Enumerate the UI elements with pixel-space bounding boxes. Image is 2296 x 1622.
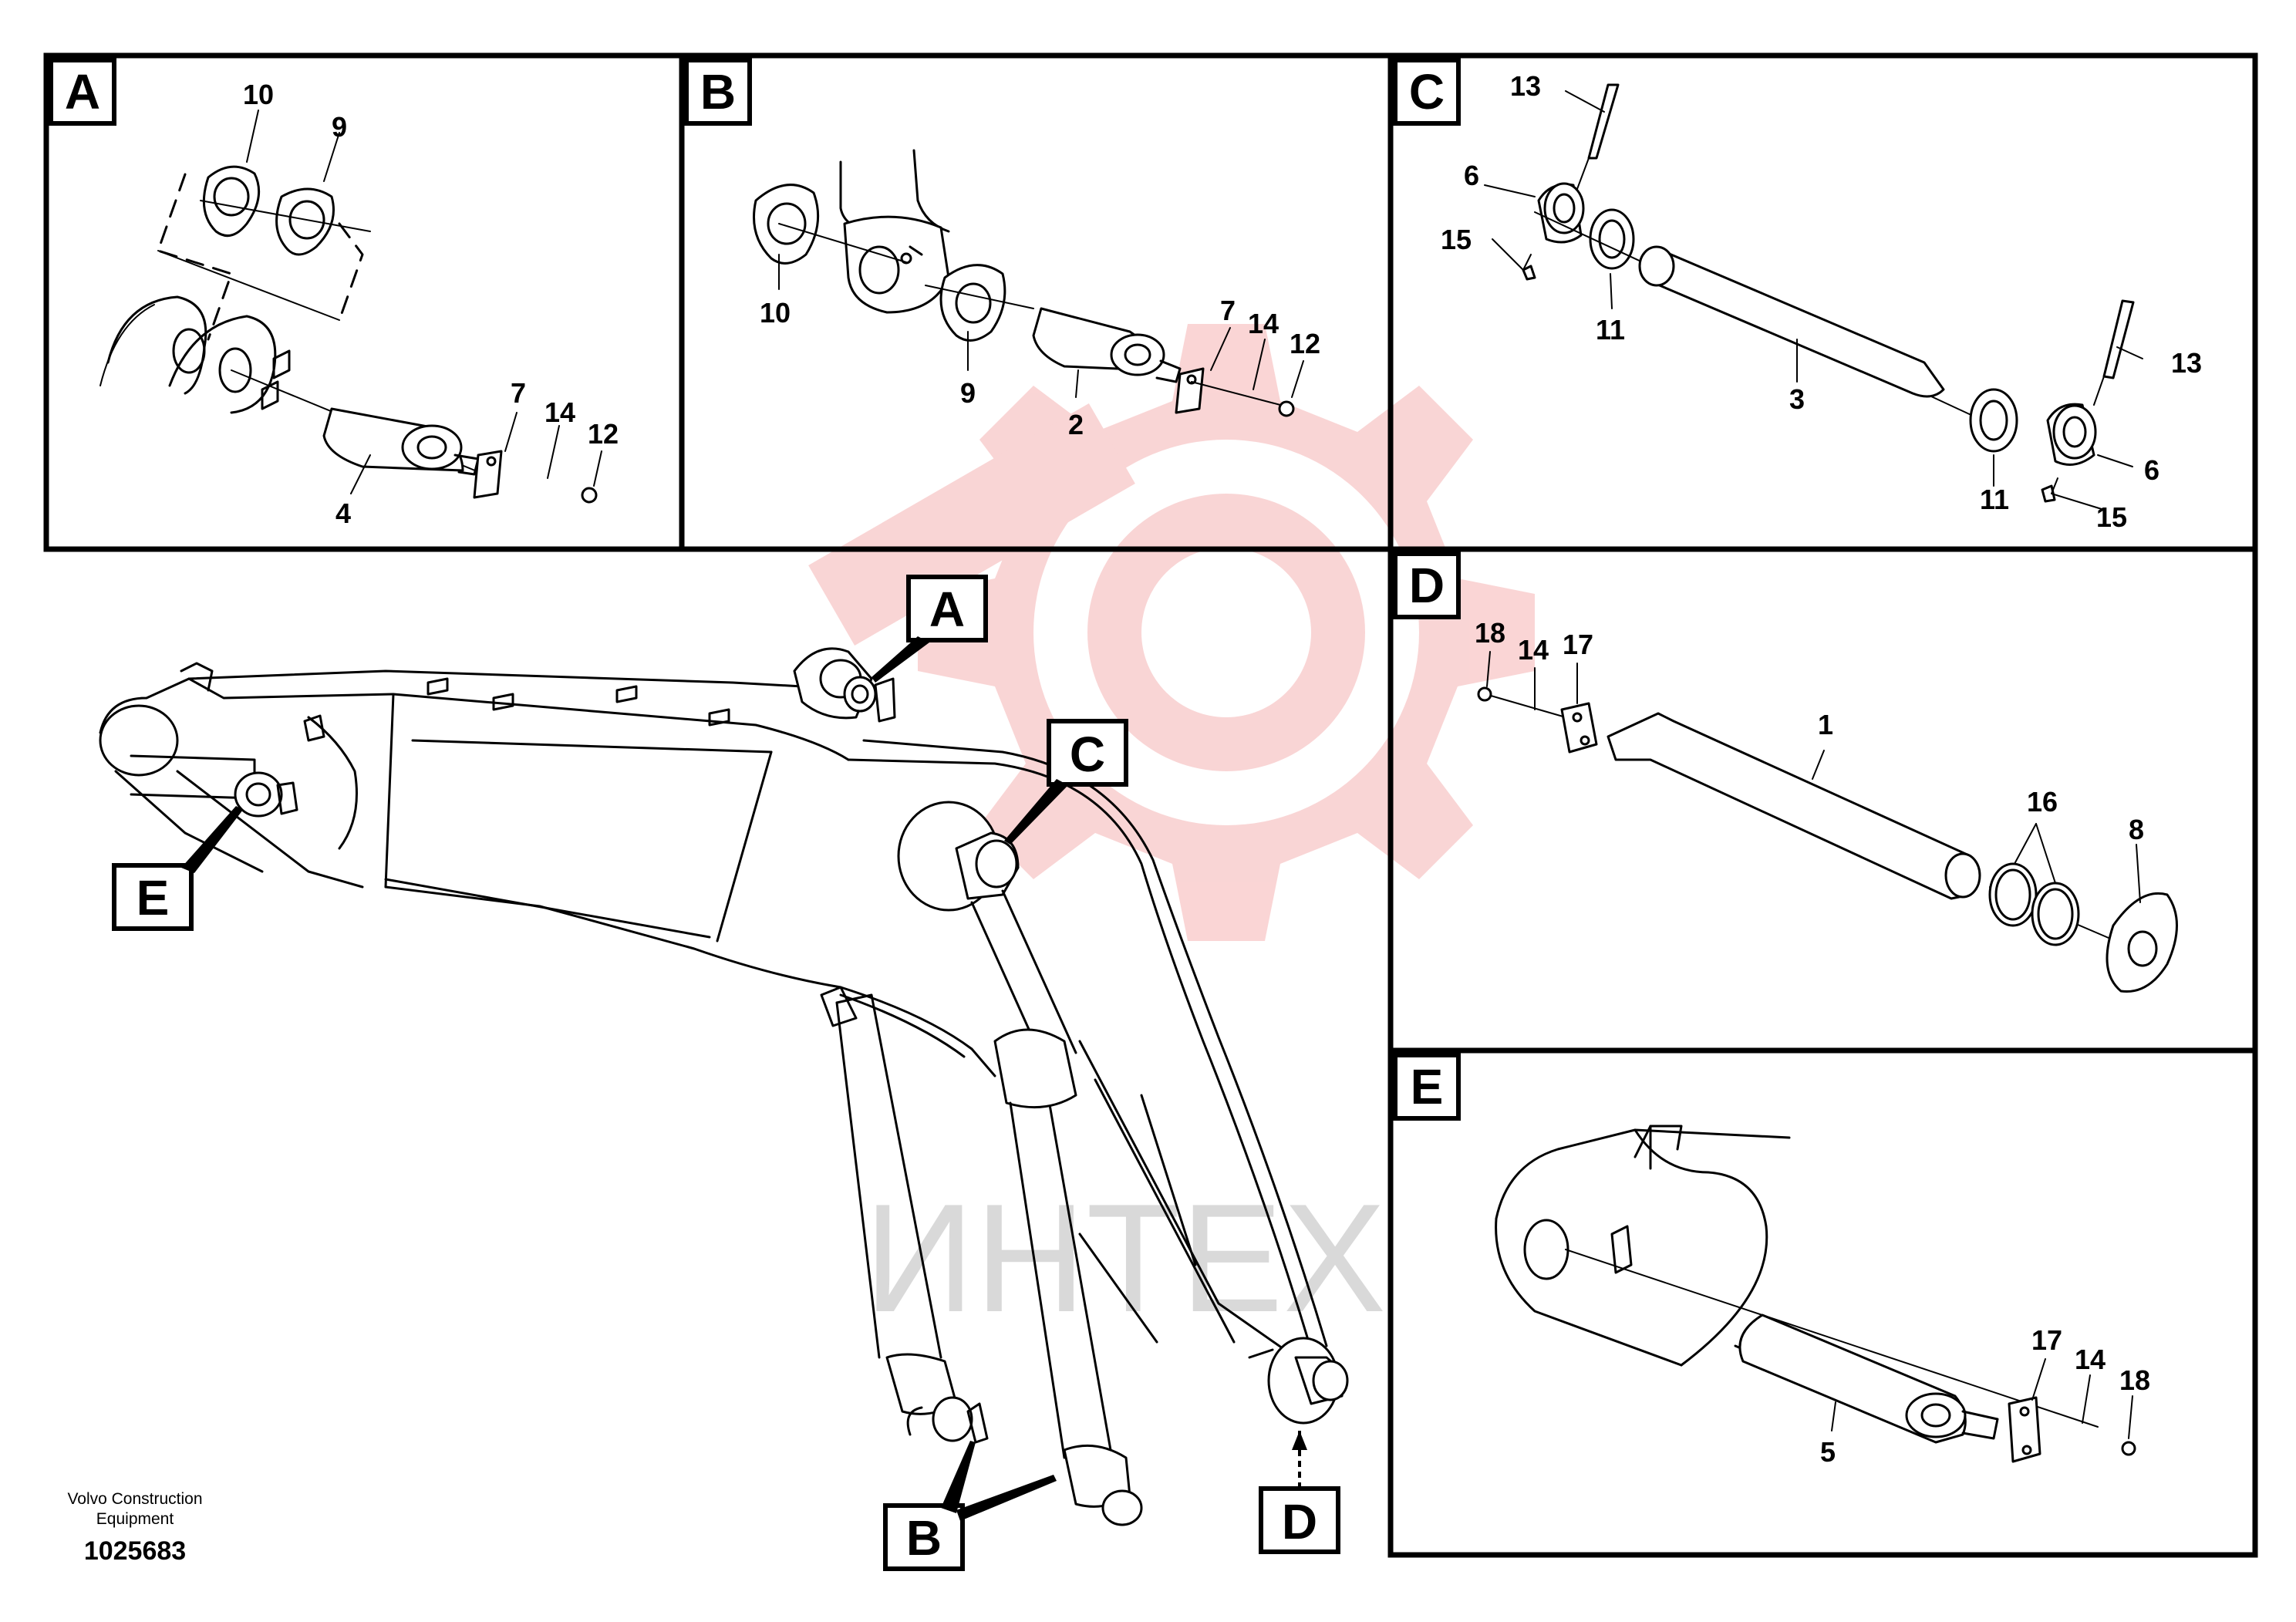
- panel-c-callout-15b: 15: [2096, 501, 2127, 533]
- panel-b-callout-14: 14: [1248, 308, 1279, 339]
- panel-b-label-box: [684, 58, 752, 126]
- panel-a-label-box: [49, 58, 116, 126]
- panel-d-callout-14: 14: [1518, 634, 1549, 666]
- panel-b-callout-10: 10: [760, 297, 791, 329]
- panel-c-label: C: [1409, 64, 1445, 120]
- panel-b-label: B: [700, 64, 736, 120]
- panel-d-label-box: [1393, 551, 1461, 619]
- main-tag-b: B: [906, 1510, 942, 1566]
- main-tag-c: C: [1070, 727, 1105, 782]
- panel-b-callout-12: 12: [1290, 328, 1320, 359]
- panel-b-callout-2: 2: [1068, 409, 1084, 440]
- watermark-text: ИНТЕХ: [864, 1172, 1386, 1344]
- panel-b: B 10 9 2 7 14: [684, 58, 1320, 440]
- main-tag-b-box: [883, 1503, 965, 1571]
- panel-c-callout-6b: 6: [2144, 454, 2159, 486]
- panel-b-callout-9: 9: [960, 377, 976, 409]
- panel-a-label: A: [65, 64, 100, 120]
- panel-e-callout-18: 18: [2119, 1364, 2150, 1396]
- main-tag-e-leader: [181, 806, 243, 873]
- panel-d-callout-16: 16: [2027, 786, 2058, 818]
- panel-b-callout-7: 7: [1220, 295, 1236, 326]
- panel-d: D 18 14 17 1 16 8: [1393, 551, 2178, 993]
- footer-company-line1: Volvo Construction: [67, 1490, 202, 1508]
- main-tag-d-arrow: [1292, 1431, 1307, 1450]
- panel-a-callout-4: 4: [335, 497, 351, 529]
- panel-frames: [43, 52, 2258, 1558]
- panel-c-callout-6: 6: [1464, 160, 1479, 191]
- panel-c: C: [1393, 58, 2202, 533]
- panel-d-callout-18: 18: [1475, 617, 1505, 649]
- panel-a-callout-7: 7: [511, 377, 526, 409]
- main-tag-d: D: [1282, 1494, 1317, 1549]
- panel-e-label-box: [1393, 1053, 1461, 1121]
- main-tag-a-leader: [872, 636, 929, 683]
- main-view-tags: A C E B D: [112, 575, 1340, 1571]
- panel-e: E 17 14 18 5: [1393, 1053, 2150, 1468]
- main-tag-e-box: [112, 863, 194, 931]
- panel-a-callout-9: 9: [332, 111, 347, 143]
- panel-c-callout-11b: 11: [1980, 484, 2009, 515]
- panel-a: A 10: [49, 58, 619, 529]
- footer-drawing-number: 1025683: [84, 1536, 186, 1566]
- panel-a-callout-12: 12: [588, 418, 619, 450]
- main-tag-c-box: [1047, 719, 1128, 787]
- main-tag-c-leader: [1004, 779, 1068, 845]
- panel-a-callout-10: 10: [243, 79, 274, 110]
- panel-c-callout-11: 11: [1596, 314, 1625, 346]
- panel-e-label: E: [1411, 1059, 1444, 1114]
- main-tag-b-leader-1: [941, 1441, 976, 1513]
- panel-c-callout-13b: 13: [2171, 347, 2202, 379]
- footer-company-line2: Equipment: [96, 1510, 174, 1528]
- panel-c-label-box: [1393, 58, 1461, 126]
- panel-c-callout-15: 15: [1441, 224, 1472, 255]
- panel-d-callout-1: 1: [1818, 709, 1833, 740]
- main-tag-a: A: [929, 582, 965, 637]
- panel-c-callout-3: 3: [1789, 383, 1805, 415]
- panel-e-callout-14: 14: [2075, 1344, 2106, 1375]
- panel-e-callout-17: 17: [2031, 1324, 2062, 1356]
- panel-c-callout-13: 13: [1510, 70, 1541, 102]
- main-tag-a-box: [906, 575, 988, 642]
- main-tag-b-leader-2: [956, 1475, 1057, 1521]
- main-boom-view: [99, 647, 1349, 1526]
- panel-d-label: D: [1409, 558, 1445, 613]
- panel-d-callout-17: 17: [1563, 629, 1593, 660]
- main-tag-e: E: [137, 870, 170, 926]
- panel-a-callout-14: 14: [544, 396, 575, 428]
- panel-d-callout-8: 8: [2129, 814, 2144, 845]
- panel-e-callout-5: 5: [1820, 1436, 1836, 1468]
- footer: Volvo Construction Equipment 1025683: [67, 1490, 202, 1566]
